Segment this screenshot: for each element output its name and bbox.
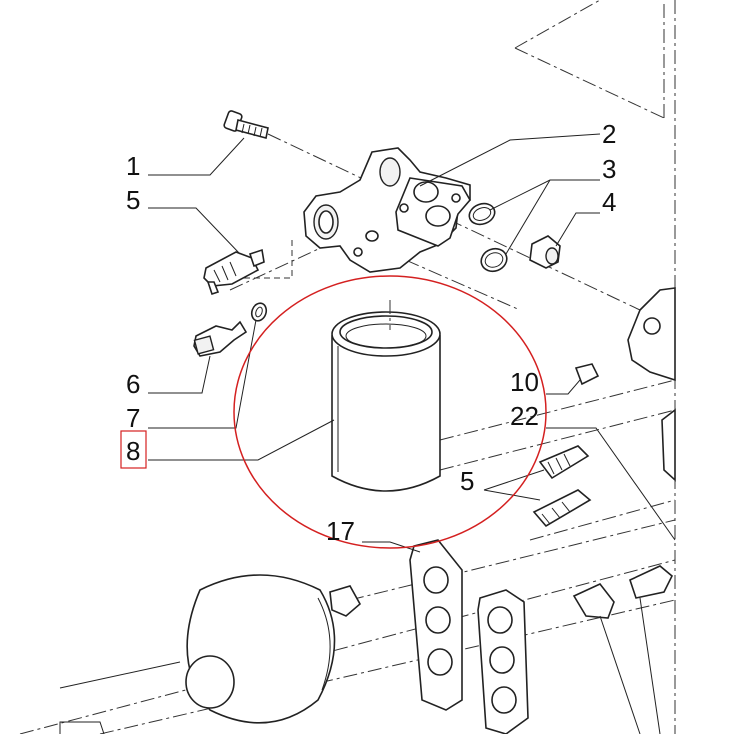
part-label-4[interactable]: 4 [602, 187, 616, 217]
part-label-17[interactable]: 17 [326, 516, 355, 546]
housing-fragment [572, 287, 676, 619]
bolt-part [223, 110, 269, 139]
plug-part [529, 235, 561, 269]
part-label-8[interactable]: 8 [126, 436, 140, 466]
part-label-5-lower[interactable]: 5 [460, 466, 474, 496]
part-label-3[interactable]: 3 [602, 154, 616, 184]
filter-head-part [303, 147, 471, 273]
gasket-parts [409, 539, 529, 734]
cap-part [574, 363, 600, 386]
part-label-22[interactable]: 22 [510, 401, 539, 431]
sensor-part-upper [203, 248, 265, 296]
part-label-2[interactable]: 2 [602, 119, 616, 149]
label-8-highlight-box [120, 430, 147, 469]
part-label-7[interactable]: 7 [126, 403, 140, 433]
leader-lines [59, 133, 676, 734]
switch-part [193, 320, 248, 357]
o-ring-parts [468, 202, 508, 273]
accumulator-part [185, 574, 362, 724]
fitting-parts [532, 445, 592, 528]
washer-part [250, 302, 268, 322]
part-label-5-upper[interactable]: 5 [126, 185, 140, 215]
part-label-10[interactable]: 10 [510, 367, 539, 397]
highlight-circle [233, 275, 547, 549]
filter-cartridge-part [331, 300, 441, 492]
part-label-6[interactable]: 6 [126, 369, 140, 399]
part-label-1[interactable]: 1 [126, 151, 140, 181]
